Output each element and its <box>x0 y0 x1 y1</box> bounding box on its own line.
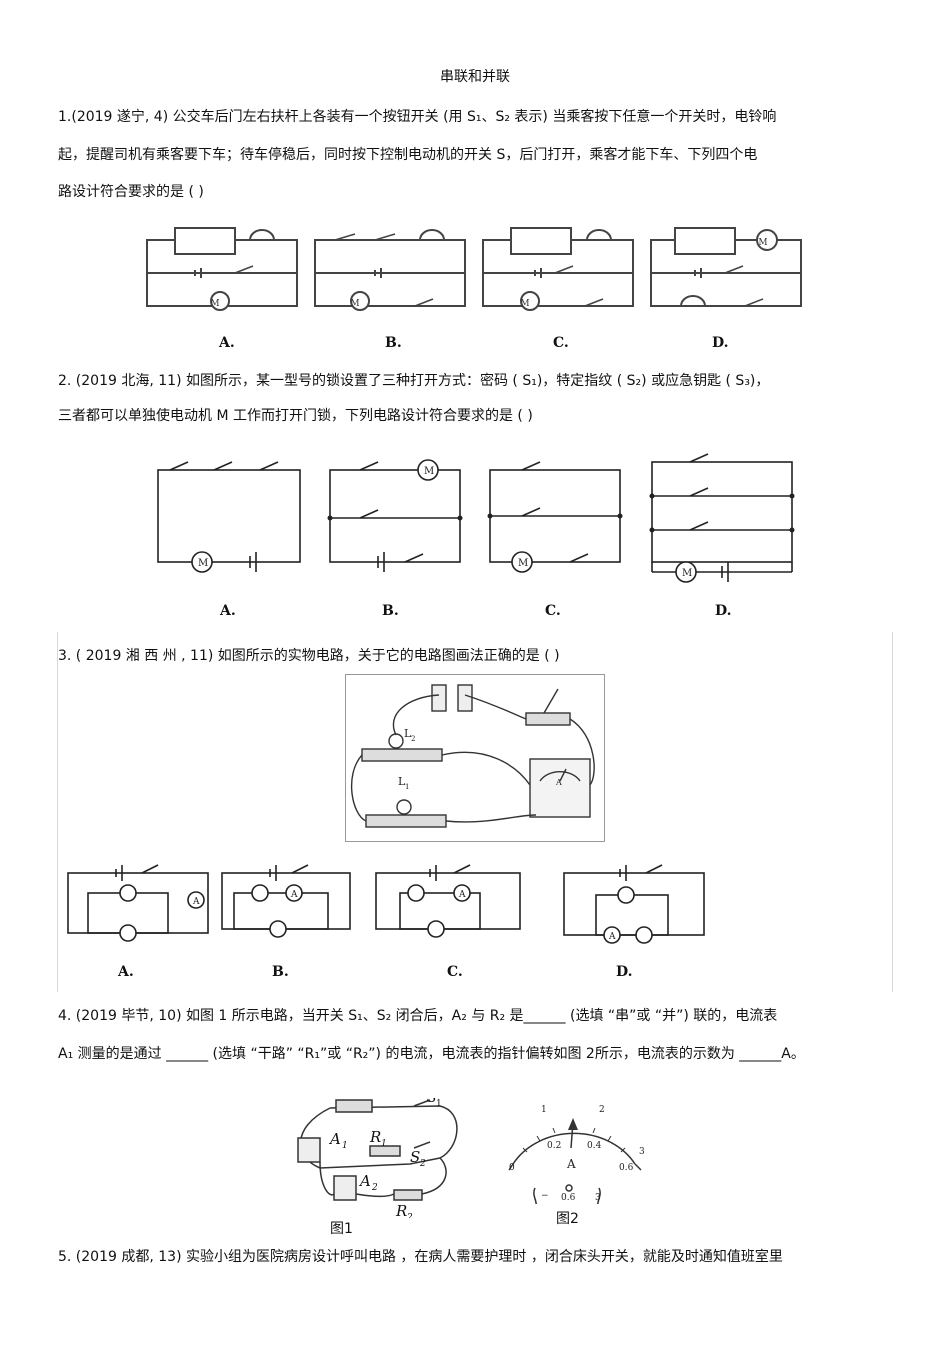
q3-circuit-b <box>221 864 351 938</box>
svg-text:A: A <box>328 1130 341 1148</box>
svg-text:M: M <box>424 466 434 477</box>
q3-option-b[interactable]: B. <box>272 964 289 980</box>
q3-line-1: 3. ( 2019 湘 西 州 , 11) 如图所示的实物电路，关于它的电路图画… <box>58 648 560 664</box>
q2-circuit-b <box>329 459 461 572</box>
svg-text:−: − <box>541 1191 549 1201</box>
q1-option-b[interactable]: B. <box>385 335 402 351</box>
q1-circuit-diagrams: M M M M <box>146 227 802 311</box>
svg-text:3: 3 <box>639 1147 645 1157</box>
q1-option-c[interactable]: C. <box>553 335 569 351</box>
q1-option-d[interactable]: D. <box>712 335 729 351</box>
q3-option-c[interactable]: C. <box>447 964 463 980</box>
svg-text:L: L <box>404 727 412 740</box>
svg-text:M: M <box>520 299 529 309</box>
svg-text:R: R <box>395 1202 407 1218</box>
svg-text:M: M <box>350 299 359 309</box>
q4-figure-2-caption: 图2 <box>556 1211 579 1227</box>
svg-text:0.6: 0.6 <box>619 1163 634 1173</box>
svg-text:R: R <box>369 1128 381 1146</box>
q1-circuit-d <box>650 227 802 307</box>
q1-circuit-b <box>314 229 466 311</box>
q4-figure-1-caption: 图1 <box>330 1221 353 1237</box>
svg-text:2: 2 <box>411 735 415 743</box>
svg-text:1: 1 <box>405 783 409 791</box>
q4-line-2: A₁ 测量的是通过 ______ (选填 “干路” “R₁”或 “R₂”) 的电… <box>58 1046 805 1062</box>
svg-text:M: M <box>682 568 692 579</box>
svg-text:M: M <box>518 558 528 569</box>
q1-line-3: 路设计符合要求的是 ( ) <box>58 184 204 200</box>
svg-text:0.6: 0.6 <box>561 1193 576 1203</box>
q2-line-1: 2. (2019 北海, 11) 如图所示，某一型号的锁设置了三种打开方式：密码… <box>58 373 770 389</box>
left-margin-rule <box>57 632 58 992</box>
q3-circuit-a <box>67 864 209 942</box>
q4-figure-1-circuit: A1 R1 S2 A2 R2 S1 <box>297 1098 458 1218</box>
q2-option-a[interactable]: A. <box>220 603 236 619</box>
q3-circuit-d <box>563 864 705 944</box>
q4-figure-2-ammeter: 0 1 2 3 0.2 0.4 0.6 A − 0.6 3 <box>508 1105 645 1204</box>
q1-line-2: 起，提醒司机有乘客要下车；待车停稳后，同时按下控制电动机的开关 S，后门打开，乘… <box>58 147 758 163</box>
svg-text:A: A <box>555 778 562 787</box>
q2-option-d[interactable]: D. <box>715 603 732 619</box>
svg-text:0: 0 <box>509 1163 515 1173</box>
q2-circuit-c <box>489 461 621 573</box>
svg-text:A: A <box>458 890 466 900</box>
q2-circuit-d <box>651 453 793 583</box>
q4-line-1: 4. (2019 毕节, 10) 如图 1 所示电路，当开关 S₁、S₂ 闭合后… <box>58 1008 778 1024</box>
q1-option-a[interactable]: A. <box>219 335 235 351</box>
q5-line-1: 5. (2019 成都, 13) 实验小组为医院病房设计呼叫电路 ，在病人需要护… <box>58 1249 783 1265</box>
svg-text:1: 1 <box>342 1141 348 1151</box>
svg-text:0.2: 0.2 <box>547 1141 561 1151</box>
svg-text:2: 2 <box>419 1159 426 1169</box>
q2-circuit-a <box>157 461 301 573</box>
q2-option-c[interactable]: C. <box>545 603 561 619</box>
svg-text:M: M <box>198 558 208 569</box>
svg-text:A: A <box>290 890 298 900</box>
q1-circuit-c <box>482 227 634 311</box>
svg-text:A: A <box>192 897 200 907</box>
svg-text:1: 1 <box>541 1105 547 1115</box>
svg-text:2: 2 <box>599 1105 605 1115</box>
page-title: 串联和并联 <box>440 69 510 85</box>
q3-option-d[interactable]: D. <box>616 964 633 980</box>
q2-option-b[interactable]: B. <box>382 603 399 619</box>
q1-circuit-a <box>146 227 298 311</box>
svg-text:1: 1 <box>381 1139 387 1149</box>
q3-option-a[interactable]: A. <box>118 964 134 980</box>
right-margin-rule <box>892 632 893 992</box>
svg-text:M: M <box>758 238 767 248</box>
q3-circuit-c <box>375 864 521 938</box>
svg-text:3: 3 <box>595 1193 601 1203</box>
q2-line-2: 三者都可以单独使电动机 M 工作而打开门锁，下列电路设计符合要求的是 ( ) <box>58 408 533 424</box>
svg-text:A: A <box>566 1157 576 1171</box>
svg-text:S: S <box>410 1148 420 1166</box>
svg-text:1: 1 <box>436 1099 442 1109</box>
svg-text:0.4: 0.4 <box>587 1141 602 1151</box>
svg-text:2: 2 <box>406 1213 413 1218</box>
svg-text:2: 2 <box>371 1183 378 1193</box>
svg-text:A: A <box>358 1172 371 1190</box>
q2-circuit-diagrams: M M M M <box>157 453 795 583</box>
q3-circuit-diagrams: A A A A <box>67 864 705 944</box>
svg-text:L: L <box>398 775 406 788</box>
q1-line-1: 1.(2019 遂宁, 4) 公交车后门左右扶杆上各装有一个按钮开关 (用 S₁… <box>58 109 777 125</box>
svg-text:S: S <box>426 1098 436 1106</box>
svg-text:A: A <box>608 932 616 942</box>
svg-text:M: M <box>210 299 219 309</box>
